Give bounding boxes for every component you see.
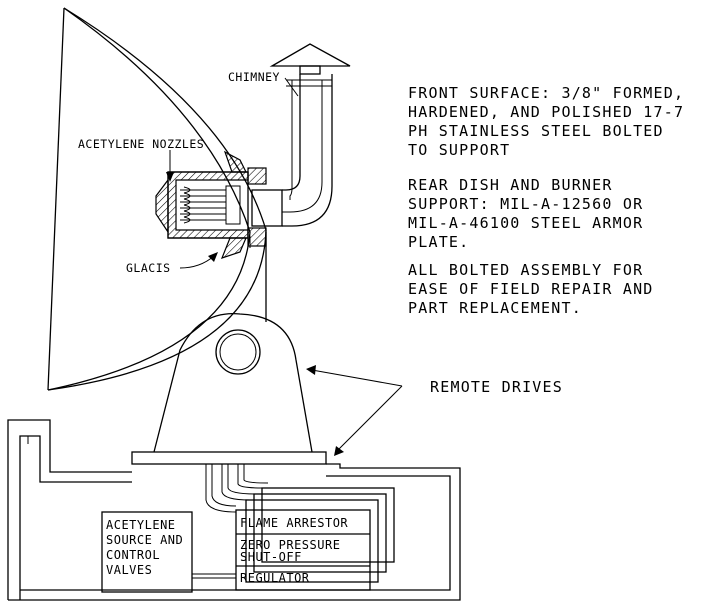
svg-text:SOURCE AND: SOURCE AND (106, 533, 183, 547)
note-assembly: ALL BOLTED ASSEMBLY FOR EASE OF FIELD RE… (408, 261, 654, 317)
pedestal-body (153, 313, 313, 453)
svg-text:HARDENED, AND POLISHED 17-7: HARDENED, AND POLISHED 17-7 (408, 103, 684, 121)
chimney-liner-b (282, 80, 323, 213)
pedestal-pivot-inner (219, 333, 257, 371)
svg-text:REAR DISH AND BURNER: REAR DISH AND BURNER (408, 176, 613, 194)
svg-text:ZERO PRESSURE: ZERO PRESSURE (240, 538, 340, 552)
acetylene-source-text: ACETYLENE SOURCE AND CONTROL VALVES (106, 518, 183, 577)
svg-text:SUPPORT: MIL-A-12560 OR: SUPPORT: MIL-A-12560 OR (408, 195, 643, 213)
mount-block-lower (247, 227, 267, 247)
burner-nose (155, 178, 169, 234)
pedestal-pivot-outer (215, 329, 261, 375)
enclosure-inner-right (20, 475, 451, 591)
burner-body (167, 171, 249, 239)
enclosure-outer-right (8, 463, 461, 601)
control-stack (235, 487, 395, 591)
chimney-outer-wall (282, 74, 333, 227)
mount-block-upper (247, 167, 267, 185)
glacis-upper (223, 150, 247, 173)
note-front-surface: FRONT SURFACE: 3/8" FORMED, HARDENED, AN… (408, 84, 684, 159)
svg-text:SHUT-OFF: SHUT-OFF (240, 550, 302, 564)
chimney-label: CHIMNEY (228, 70, 280, 84)
stack-back-3 (261, 487, 395, 563)
stack-back-2 (253, 493, 387, 573)
flame-arrestor-label: FLAME ARRESTOR (240, 516, 348, 530)
enclosure-inner-left (19, 435, 132, 600)
acetylene-source-box (101, 511, 193, 593)
note-rear-dish: REAR DISH AND BURNER SUPPORT: MIL-A-1256… (408, 176, 643, 251)
burner-rear-flange (251, 189, 283, 227)
svg-text:CONTROL: CONTROL (106, 548, 160, 562)
svg-text:ACETYLENE: ACETYLENE (106, 518, 176, 532)
burner-wall (167, 171, 249, 239)
zero-pressure-label: ZERO PRESSURE SHUT-OFF (240, 538, 340, 564)
svg-text:PART REPLACEMENT.: PART REPLACEMENT. (408, 299, 582, 317)
glacis-lower (220, 237, 247, 259)
turntable-base (131, 451, 327, 465)
acetylene-nozzles-label: ACETYLENE NOZZLES (78, 137, 204, 151)
chimney-liner-a (289, 80, 293, 200)
gas-pipes (192, 464, 269, 579)
support-pedestal (131, 232, 327, 465)
svg-text:PLATE.: PLATE. (408, 233, 469, 251)
regulator-label: REGULATOR (240, 571, 310, 585)
chimney-cap-stem (299, 65, 321, 75)
glacis-collars (220, 150, 267, 259)
dish-inner-curve (47, 7, 251, 391)
chimney-inner-wall (282, 74, 301, 191)
chimney-cap (269, 43, 351, 67)
svg-text:EASE OF FIELD REPAIR AND: EASE OF FIELD REPAIR AND (408, 280, 654, 298)
control-stack-front (235, 509, 371, 591)
nozzle-housing (155, 171, 283, 239)
chimney (269, 43, 351, 227)
svg-text:TO SUPPORT: TO SUPPORT (408, 141, 510, 159)
dish-rim-front (47, 7, 65, 391)
nozzle-set (180, 185, 241, 225)
enclosure-outer-left (7, 419, 132, 600)
svg-text:PH STAINLESS STEEL BOLTED: PH STAINLESS STEEL BOLTED (408, 122, 664, 140)
remote-drives-label: REMOTE DRIVES (430, 378, 563, 396)
svg-text:FRONT SURFACE: 3/8" FORMED,: FRONT SURFACE: 3/8" FORMED, (408, 84, 684, 102)
svg-text:ALL BOLTED ASSEMBLY FOR: ALL BOLTED ASSEMBLY FOR (408, 261, 643, 279)
glacis-label: GLACIS (126, 261, 171, 275)
svg-text:VALVES: VALVES (106, 563, 152, 577)
svg-text:MIL-A-46100 STEEL ARMOR: MIL-A-46100 STEEL ARMOR (408, 214, 643, 232)
leaders (166, 77, 403, 456)
enclosure (7, 419, 461, 601)
stack-back-1 (245, 499, 379, 583)
